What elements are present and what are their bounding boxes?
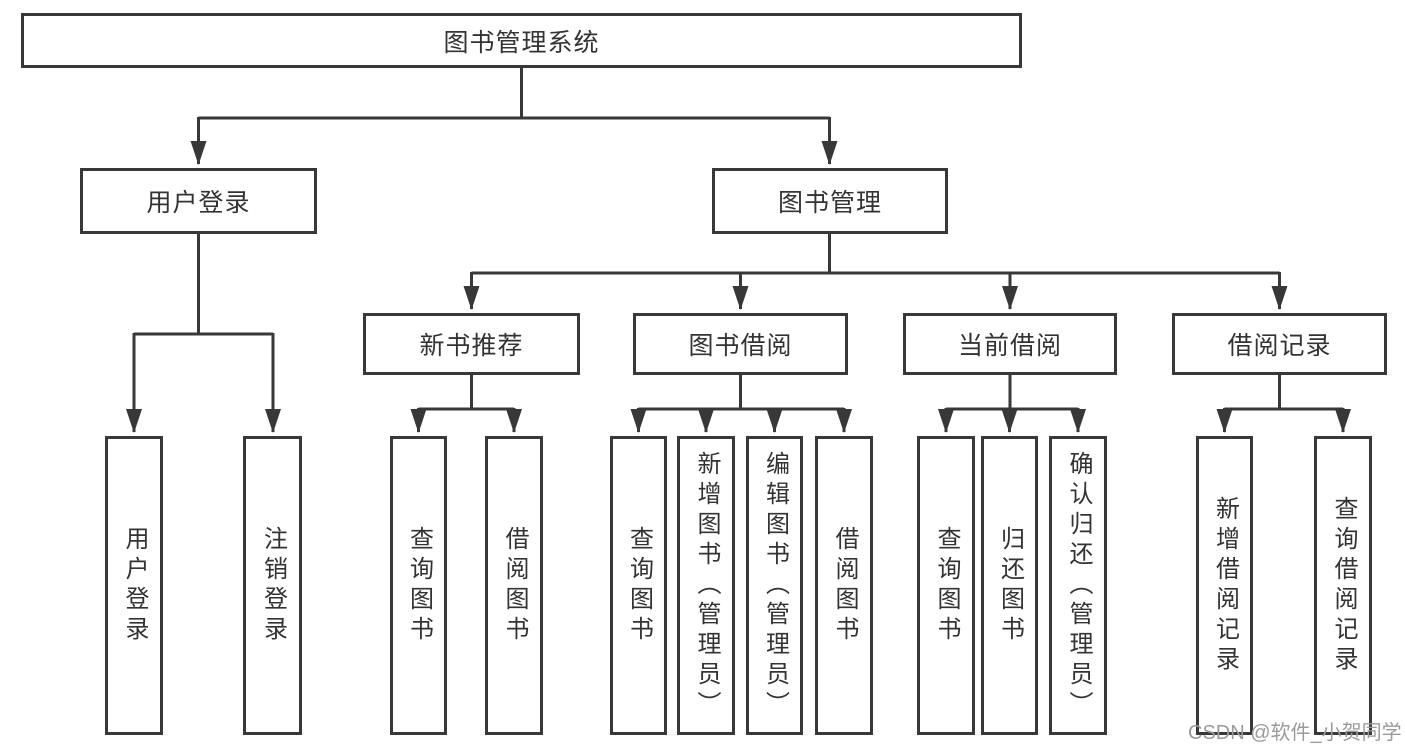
leaf-add-borrow-record-label: 新增借阅记录	[1211, 495, 1239, 676]
leaf-logout: 注销登录	[243, 436, 302, 735]
node-root-system-label: 图书管理系统	[443, 28, 600, 57]
leaf-query-book-recommend: 查询图书	[390, 436, 447, 735]
leaf-query-book-recommend-label: 查询图书	[405, 525, 433, 646]
node-new-book-recommend: 新书推荐	[363, 313, 580, 375]
node-new-book-recommend-label: 新书推荐	[419, 332, 524, 360]
leaf-borrow-book: 借阅图书	[815, 436, 873, 735]
leaf-confirm-return-admin-label: 确认归还（管理员）	[1065, 450, 1092, 721]
node-borrowing-records-label: 借阅记录	[1227, 332, 1332, 360]
leaf-return-book-label: 归还图书	[996, 525, 1024, 646]
node-root-system: 图书管理系统	[21, 13, 1022, 68]
leaf-user-login-label: 用户登录	[121, 525, 148, 646]
leaf-borrow-book-recommend: 借阅图书	[485, 436, 543, 735]
leaf-query-borrow-record-label: 查询借阅记录	[1330, 495, 1357, 676]
leaf-edit-book-admin: 编辑图书（管理员）	[746, 436, 803, 735]
node-current-borrowing-label: 当前借阅	[957, 332, 1062, 360]
csdn-watermark: CSDN @软件_小贺同学	[1188, 722, 1402, 744]
leaf-query-book-current: 查询图书	[917, 436, 975, 735]
leaf-logout-label: 注销登录	[259, 525, 287, 646]
leaf-confirm-return-admin: 确认归还（管理员）	[1049, 436, 1107, 735]
leaf-query-book-borrowing: 查询图书	[610, 436, 667, 735]
leaf-query-book-borrowing-label: 查询图书	[625, 525, 653, 646]
node-book-management-label: 图书管理	[777, 189, 882, 217]
leaf-add-borrow-record: 新增借阅记录	[1196, 436, 1253, 735]
node-user-login-label: 用户登录	[146, 189, 251, 217]
node-book-borrowing-label: 图书借阅	[688, 332, 793, 360]
leaf-edit-book-admin-label: 编辑图书（管理员）	[761, 450, 789, 721]
leaf-borrow-book-label: 借阅图书	[831, 525, 858, 646]
leaf-query-book-current-label: 查询图书	[933, 525, 960, 646]
leaf-add-book-admin: 新增图书（管理员）	[677, 436, 735, 735]
leaf-return-book: 归还图书	[981, 436, 1038, 735]
leaf-query-borrow-record: 查询借阅记录	[1314, 436, 1372, 735]
node-book-management: 图书管理	[712, 168, 948, 234]
node-user-login: 用户登录	[80, 168, 317, 234]
node-current-borrowing: 当前借阅	[903, 313, 1117, 375]
leaf-add-book-admin-label: 新增图书（管理员）	[693, 450, 720, 721]
node-borrowing-records: 借阅记录	[1172, 313, 1387, 375]
node-book-borrowing: 图书借阅	[633, 313, 848, 375]
leaf-borrow-book-recommend-label: 借阅图书	[501, 525, 528, 646]
leaf-user-login: 用户登录	[105, 436, 163, 735]
